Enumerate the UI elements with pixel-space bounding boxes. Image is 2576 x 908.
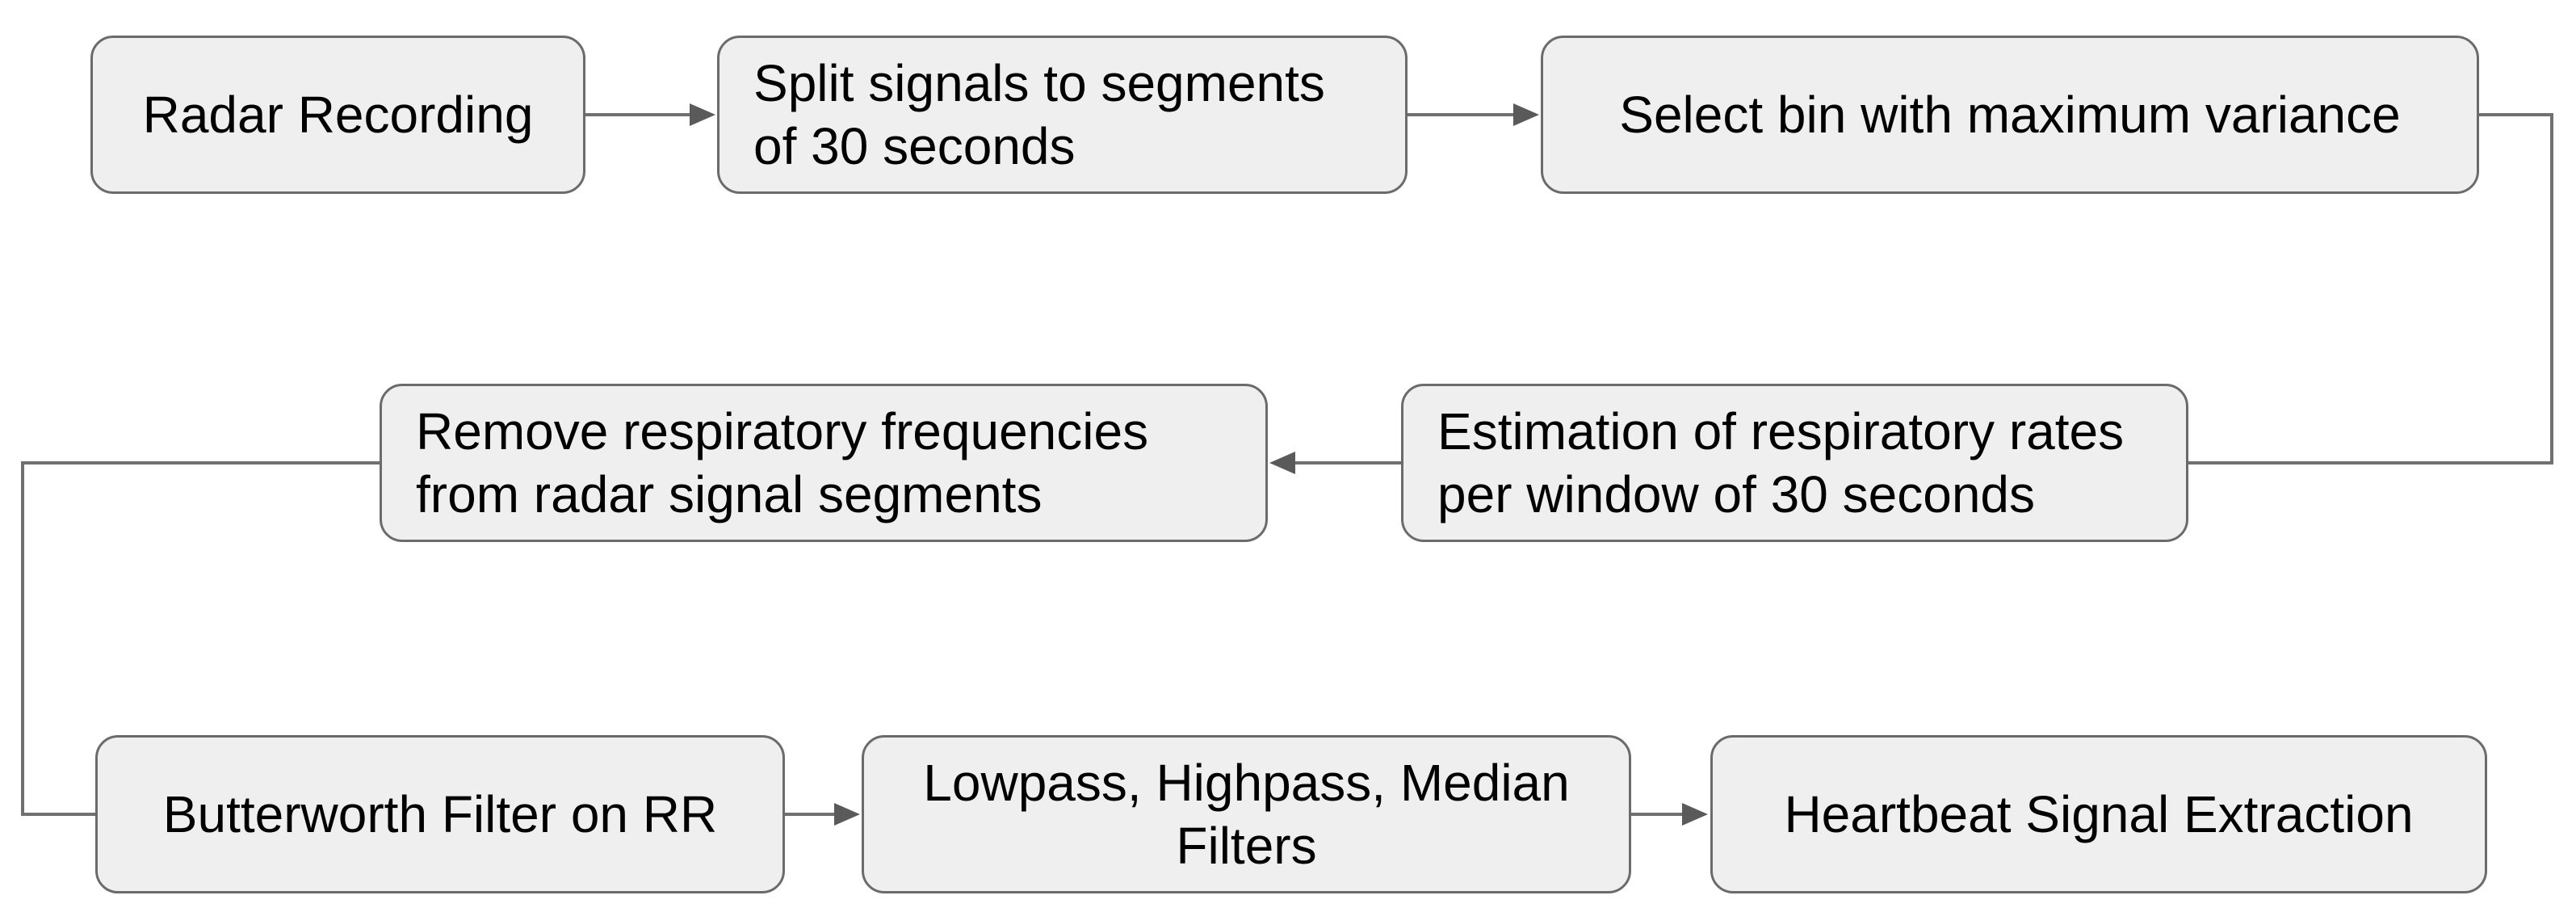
node-label: Estimation of respiratory rates per wind… (1437, 402, 2125, 523)
node-lowpass-filters: Lowpass, Highpass, Median Filters (862, 735, 1631, 893)
node-label: Split signals to segments of 30 seconds (753, 54, 1325, 175)
node-heartbeat-extraction: Heartbeat Signal Extraction (1710, 735, 2487, 893)
node-remove-respiratory: Remove respiratory frequencies from rada… (380, 384, 1268, 542)
node-label: Radar Recording (142, 86, 534, 144)
node-estimation-rates: Estimation of respiratory rates per wind… (1401, 384, 2188, 542)
arrowhead-right-icon (1513, 103, 1539, 126)
arrowhead-right-icon (690, 103, 715, 126)
connector-butterworth-to-lowpass (785, 803, 860, 826)
connector-estimation-to-remove (1269, 452, 1401, 474)
node-butterworth: Butterworth Filter on RR (95, 735, 785, 893)
node-label: Lowpass, Highpass, Median Filters (923, 754, 1570, 875)
node-split-signals: Split signals to segments of 30 seconds (717, 36, 1408, 194)
connector-lowpass-to-heartbeat (1631, 803, 1708, 826)
arrowhead-right-icon (834, 803, 860, 826)
node-label: Butterworth Filter on RR (162, 785, 718, 843)
node-label: Remove respiratory frequencies from rada… (416, 402, 1149, 523)
connector-radar-to-split (585, 103, 715, 126)
node-radar-recording: Radar Recording (90, 36, 585, 194)
node-label: Heartbeat Signal Extraction (1784, 785, 2414, 843)
node-select-bin: Select bin with maximum variance (1541, 36, 2479, 194)
arrowhead-right-icon (1682, 803, 1708, 826)
connector-split-to-selectbin (1408, 103, 1539, 126)
node-label: Select bin with maximum variance (1619, 86, 2401, 144)
arrowhead-left-icon (1269, 452, 1295, 474)
